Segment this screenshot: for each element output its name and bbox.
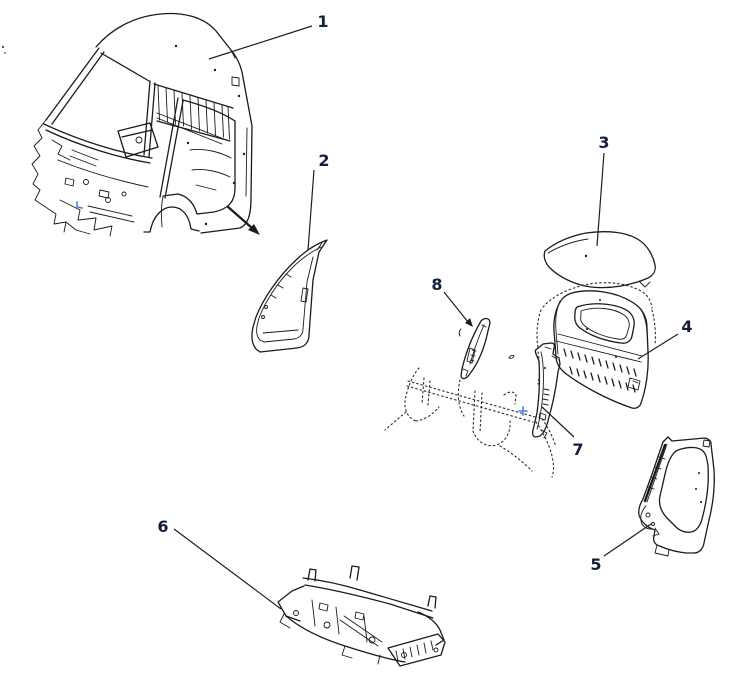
callout-7: 7 [572, 440, 583, 459]
callout-5: 5 [590, 555, 601, 574]
hatched-flap [387, 633, 446, 667]
pillar-reinforcement-drawing [460, 317, 491, 380]
blue-l-marker [76, 201, 83, 209]
phantom-cab-outline [384, 282, 656, 478]
callout-6: 6 [157, 517, 168, 536]
front-panel-assembly-drawing [277, 565, 446, 667]
front-pillar-panel-left-drawing [251, 239, 328, 353]
callout-4: 4 [681, 317, 692, 336]
cab-assembly-drawing [2, 12, 253, 237]
callout-labels: 1 2 3 4 5 6 7 8 [157, 12, 692, 574]
callout-1: 1 [317, 12, 328, 31]
wheel-arch [143, 206, 200, 233]
side-panel-right-drawing [638, 436, 715, 557]
blue-markers [76, 201, 528, 416]
callout-8: 8 [431, 275, 442, 294]
rear-wall-ribs [157, 85, 230, 140]
roof-panel-drawing [543, 231, 656, 289]
seat-box [117, 122, 159, 158]
stray-marks [458, 328, 515, 359]
callout-2: 2 [318, 151, 329, 170]
callout-3: 3 [598, 133, 609, 152]
vent-slots [563, 348, 637, 393]
detach-arrow [226, 205, 260, 235]
rear-wall-edges [153, 83, 234, 142]
callout-leader-lines [173, 25, 679, 610]
leader-arrowhead [465, 318, 473, 327]
back-panel-drawing [553, 290, 649, 409]
rear-window-opening [574, 303, 635, 344]
blue-plus-marker [518, 406, 528, 416]
latch-detail [627, 377, 641, 391]
